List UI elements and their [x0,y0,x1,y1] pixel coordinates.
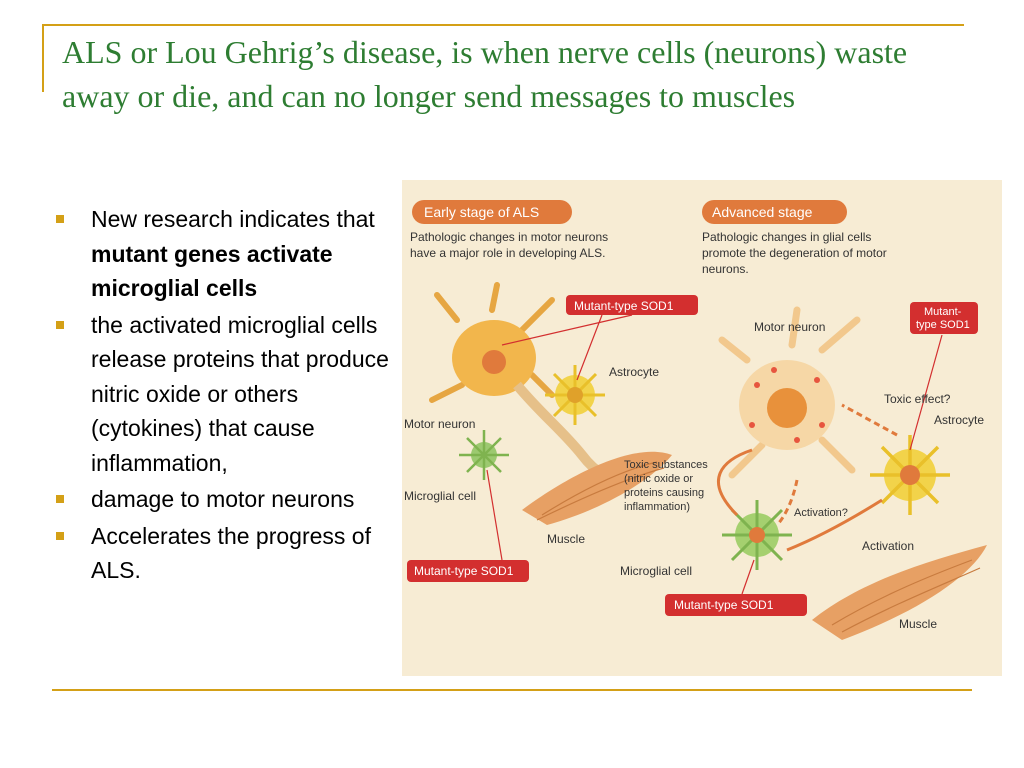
early-stage-desc-line2: have a major role in developing ALS. [410,246,605,260]
bullet-item: Accelerates the progress of ALS. [54,519,404,588]
toxic-substances-line3: proteins causing [624,487,704,499]
bottom-rule [52,689,972,691]
advanced-muscle-label: Muscle [899,617,937,631]
early-mutant-top-label: Mutant-type SOD1 [574,299,674,313]
advanced-mutant-right-line2: type SOD1 [916,319,970,331]
activation-q-arrow [775,479,799,527]
early-muscle [522,451,672,525]
advanced-stage-desc-line2: promote the degeneration of motor [702,246,887,260]
toxic-substances-line4: inflammation) [624,501,690,513]
als-diagram: Early stage of ALS Pathologic changes in… [402,180,1002,676]
frame-left-rule [42,24,44,92]
early-mutant-bottom-badge [407,560,529,582]
toxic-substances-line2: (nitric oxide or [624,473,693,485]
advanced-stage-header-badge [702,200,847,224]
bullet-item: New research indicates that mutant genes… [54,202,404,306]
advanced-astrocyte-cell [870,435,950,515]
early-mutant-top-badge [566,295,698,315]
advanced-mutant-bottom-label: Mutant-type SOD1 [674,598,774,612]
square-bullet-icon [56,215,64,223]
early-mutant-bottom-pointer [486,469,503,561]
toxic-effect-label: Toxic effect? [884,392,951,406]
early-stage-header-badge [412,200,572,224]
advanced-astrocyte-label: Astrocyte [934,413,984,427]
advanced-muscle [812,545,987,640]
toxic-substances-line1: Toxic substances [624,459,708,471]
bullet-item: damage to motor neurons [54,482,404,517]
early-microglial-cell [459,430,509,480]
square-bullet-icon [56,495,64,503]
advanced-stage-header: Advanced stage [712,204,813,220]
advanced-mutant-right-badge [910,302,978,334]
advanced-microglial-label: Microglial cell [620,564,692,578]
bullet-text: the activated microglial cells release p… [91,311,389,476]
advanced-mutant-bottom-pointer [741,559,755,595]
bullet-item: the activated microglial cells release p… [54,308,404,481]
advanced-motor-neuron-label: Motor neuron [754,320,825,334]
early-stage-header: Early stage of ALS [424,204,539,220]
advanced-mutant-right-line1: Mutant- [924,306,962,318]
activation-label: Activation [862,539,914,553]
square-bullet-icon [56,320,64,329]
bullet-list: New research indicates that mutant genes… [54,202,404,590]
early-astrocyte-label: Astrocyte [609,365,659,379]
frame-top-rule [42,24,964,26]
bullet-text: damage to motor neurons [91,486,355,512]
early-stage-desc-line1: Pathologic changes in motor neurons [410,230,608,244]
bullet-text: Accelerates the progress of ALS. [91,522,371,584]
advanced-motor-neuron-cell [718,306,861,479]
early-motor-neuron-label: Motor neuron [404,417,475,431]
advanced-mutant-right-pointer [909,334,943,451]
early-microglial-label: Microglial cell [404,489,476,503]
square-bullet-icon [56,531,64,540]
activation-q-label: Activation? [794,507,848,519]
early-astrocyte-cell [545,365,605,425]
advanced-stage-desc-line3: neurons. [702,262,749,276]
advanced-mutant-bottom-badge [665,594,807,616]
early-motor-neuron-cell [429,282,629,490]
early-mutant-top-pointer [501,314,633,381]
bullet-text: New research indicates that [91,206,375,232]
slide-title: ALS or Lou Gehrig’s disease, is when ner… [62,34,908,114]
toxic-effect-arrow [841,403,898,437]
activation-arrow [786,498,883,552]
early-mutant-bottom-label: Mutant-type SOD1 [414,564,514,578]
advanced-stage-desc-line1: Pathologic changes in glial cells [702,230,871,244]
advanced-microglial-cell [722,500,792,570]
bullet-bold-text: mutant genes activate microglial cells [91,240,333,302]
early-muscle-label: Muscle [547,532,585,546]
toxic-substances-arrow [716,448,753,517]
